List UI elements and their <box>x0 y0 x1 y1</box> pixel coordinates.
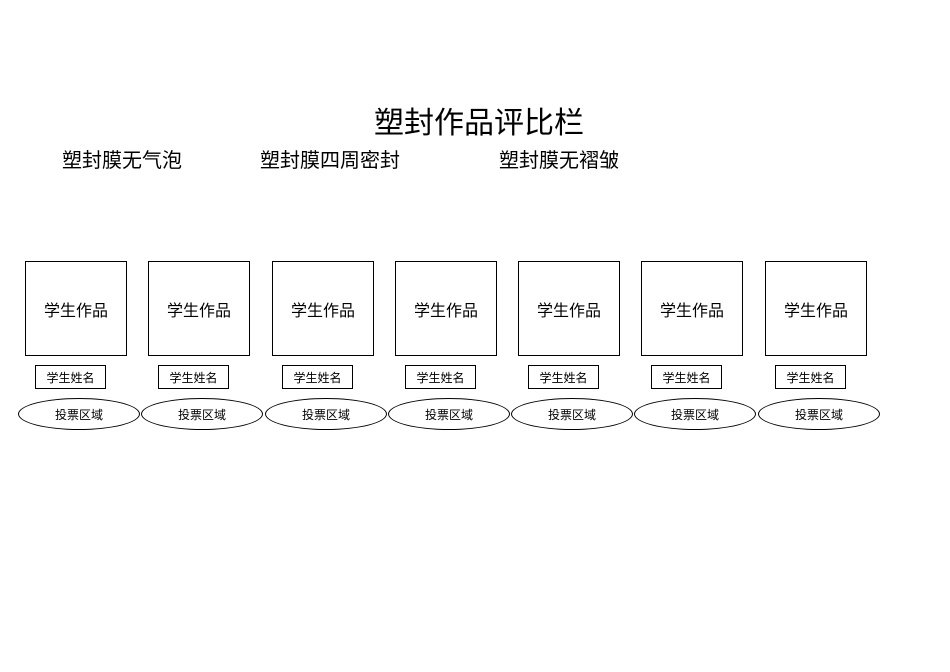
student-name-box[interactable]: 学生姓名 <box>775 365 846 389</box>
vote-area[interactable]: 投票区域 <box>141 398 263 430</box>
student-work-box: 学生作品 <box>765 261 867 356</box>
student-name-box[interactable]: 学生姓名 <box>158 365 229 389</box>
vote-area[interactable]: 投票区域 <box>511 398 633 430</box>
entry-card: 学生作品 学生姓名 投票区域 <box>18 261 143 433</box>
student-name-box[interactable]: 学生姓名 <box>405 365 476 389</box>
student-work-box: 学生作品 <box>25 261 127 356</box>
entry-card: 学生作品 学生姓名 投票区域 <box>388 261 513 433</box>
criterion-no-wrinkles: 塑封膜无褶皱 <box>499 148 619 172</box>
student-name-box[interactable]: 学生姓名 <box>651 365 722 389</box>
student-work-box: 学生作品 <box>641 261 743 356</box>
criterion-sealed-edges: 塑封膜四周密封 <box>260 148 400 172</box>
vote-area[interactable]: 投票区域 <box>758 398 880 430</box>
criterion-no-bubbles: 塑封膜无气泡 <box>62 148 182 172</box>
entry-card: 学生作品 学生姓名 投票区域 <box>511 261 636 433</box>
vote-area[interactable]: 投票区域 <box>388 398 510 430</box>
student-name-box[interactable]: 学生姓名 <box>35 365 106 389</box>
entry-card: 学生作品 学生姓名 投票区域 <box>758 261 883 433</box>
entry-card: 学生作品 学生姓名 投票区域 <box>265 261 390 433</box>
entry-card: 学生作品 学生姓名 投票区域 <box>634 261 759 433</box>
entry-card: 学生作品 学生姓名 投票区域 <box>141 261 266 433</box>
vote-area[interactable]: 投票区域 <box>265 398 387 430</box>
vote-area[interactable]: 投票区域 <box>634 398 756 430</box>
student-work-box: 学生作品 <box>272 261 374 356</box>
vote-area[interactable]: 投票区域 <box>18 398 140 430</box>
page-title: 塑封作品评比栏 <box>374 106 584 141</box>
student-work-box: 学生作品 <box>395 261 497 356</box>
student-name-box[interactable]: 学生姓名 <box>528 365 599 389</box>
student-name-box[interactable]: 学生姓名 <box>282 365 353 389</box>
student-work-box: 学生作品 <box>518 261 620 356</box>
student-work-box: 学生作品 <box>148 261 250 356</box>
